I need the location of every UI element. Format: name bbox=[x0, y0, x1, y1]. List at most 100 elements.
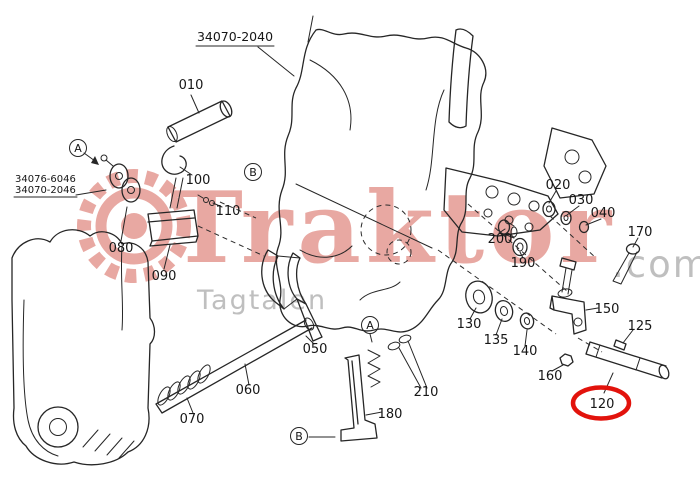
part-number-top: 34070-2040 bbox=[197, 29, 273, 44]
shaft-body bbox=[155, 319, 313, 414]
callout-circle bbox=[361, 316, 379, 334]
part-label-200: 200 bbox=[488, 232, 513, 247]
part-label-140: 140 bbox=[513, 344, 538, 359]
case-bore-dashed-inner bbox=[386, 239, 412, 265]
callout-b-bottom: B bbox=[290, 427, 308, 445]
diagram-linework bbox=[11, 15, 670, 466]
part-number-left-2: 34070-2046 bbox=[15, 185, 76, 196]
plate-hole bbox=[127, 186, 135, 194]
bushing-body bbox=[503, 219, 515, 239]
part-050-fork bbox=[261, 249, 323, 342]
snap-ring bbox=[387, 341, 401, 351]
part-label-080: 080 bbox=[109, 241, 134, 256]
coil bbox=[197, 364, 211, 384]
flange-bolt-holes bbox=[483, 185, 540, 232]
washer-hole bbox=[563, 215, 569, 221]
spring-zigzag bbox=[367, 349, 381, 388]
right-flange bbox=[443, 167, 559, 237]
bolt-hole bbox=[528, 200, 540, 212]
part-label-070: 070 bbox=[180, 412, 205, 427]
part-label-150: 150 bbox=[595, 302, 620, 317]
shaft-body bbox=[585, 341, 667, 379]
callout-letter-a: A bbox=[366, 319, 374, 332]
washer bbox=[542, 200, 556, 218]
callout-a-top: A bbox=[69, 139, 87, 157]
part-label-040: 040 bbox=[591, 206, 616, 221]
case-bore-dashed-outer bbox=[360, 204, 412, 256]
left-case-outline bbox=[11, 229, 156, 466]
snap-ring bbox=[398, 334, 412, 344]
gear-ring bbox=[95, 187, 173, 265]
watermark-subtitle-text: Tagtalen bbox=[196, 285, 327, 316]
main-case-outline bbox=[275, 28, 487, 333]
cylinder-end bbox=[219, 100, 233, 118]
bolt-hole bbox=[524, 222, 534, 232]
fork-bridge bbox=[277, 255, 301, 310]
left-case-inner bbox=[22, 245, 124, 457]
highlight-ellipse-120 bbox=[570, 385, 632, 421]
disc bbox=[465, 280, 493, 314]
plate-hole bbox=[115, 172, 123, 180]
bracket-pin-head bbox=[100, 154, 108, 162]
bolt-hole bbox=[483, 208, 493, 218]
part-number-underlines bbox=[13, 45, 275, 198]
assembly-axis-dashed bbox=[197, 201, 603, 353]
callout-a-arrow bbox=[83, 152, 99, 165]
pushrod bbox=[169, 177, 184, 209]
part-label-180: 180 bbox=[378, 407, 403, 422]
case-inner-lines bbox=[295, 59, 445, 301]
watermark-tld-text: .com bbox=[612, 243, 700, 286]
case-boss bbox=[37, 406, 79, 448]
part-label-060: 060 bbox=[236, 383, 261, 398]
bushing-end bbox=[510, 226, 518, 238]
washer bbox=[560, 210, 572, 226]
callout-circle bbox=[69, 139, 87, 157]
shaft-grooves bbox=[595, 344, 641, 371]
callout-circle bbox=[244, 163, 262, 181]
callout-letter-b: B bbox=[295, 430, 303, 443]
case-top-tick bbox=[307, 15, 314, 43]
part-110-pin bbox=[197, 194, 215, 206]
cylinder-end bbox=[166, 126, 178, 142]
part-label-125: 125 bbox=[628, 319, 653, 334]
part-label-020: 020 bbox=[546, 178, 571, 193]
gear-hub bbox=[121, 213, 147, 239]
gear-teeth bbox=[77, 169, 191, 283]
callout-a-bottom: A bbox=[361, 316, 379, 334]
bolt-hole bbox=[485, 185, 499, 199]
callout-circle bbox=[290, 427, 308, 445]
part-090-block bbox=[147, 209, 199, 247]
case-boss-hole bbox=[49, 418, 67, 436]
flange-hole bbox=[564, 149, 580, 165]
part-180-lever bbox=[340, 354, 378, 442]
upper-right-flange bbox=[543, 127, 607, 199]
part-labels: 34070-2040 34076-6046 34070-2046 010 100… bbox=[15, 29, 652, 427]
leader-lines bbox=[75, 46, 639, 438]
part-label-190: 190 bbox=[511, 256, 536, 271]
yoke-body bbox=[549, 295, 587, 335]
part-label-135: 135 bbox=[484, 333, 509, 348]
washer bbox=[519, 312, 535, 330]
bolt-shaft bbox=[561, 267, 573, 295]
bolt-head bbox=[625, 243, 641, 255]
part-label-160: 160 bbox=[538, 369, 563, 384]
left-case bbox=[11, 229, 156, 466]
part-label-100: 100 bbox=[186, 173, 211, 188]
bolt-hole bbox=[507, 192, 521, 206]
plate bbox=[109, 163, 129, 189]
part-100-hook bbox=[161, 145, 187, 175]
parts-020-030-040-washers bbox=[542, 200, 590, 234]
bolt-shaft bbox=[612, 251, 638, 285]
part-label-030: 030 bbox=[569, 193, 594, 208]
hatching bbox=[82, 429, 135, 459]
part-210-spring bbox=[367, 334, 412, 388]
part-number-left-1: 34076-6046 bbox=[15, 174, 76, 185]
part-010-cylinder bbox=[166, 100, 233, 143]
part-080-bracket bbox=[100, 154, 141, 203]
washer bbox=[494, 299, 514, 323]
shaft-end bbox=[303, 317, 315, 331]
part-170-bolt bbox=[612, 243, 641, 285]
flange-hole bbox=[578, 170, 592, 184]
bracket-pin bbox=[105, 159, 114, 167]
gear-logo-icon bbox=[77, 169, 191, 283]
